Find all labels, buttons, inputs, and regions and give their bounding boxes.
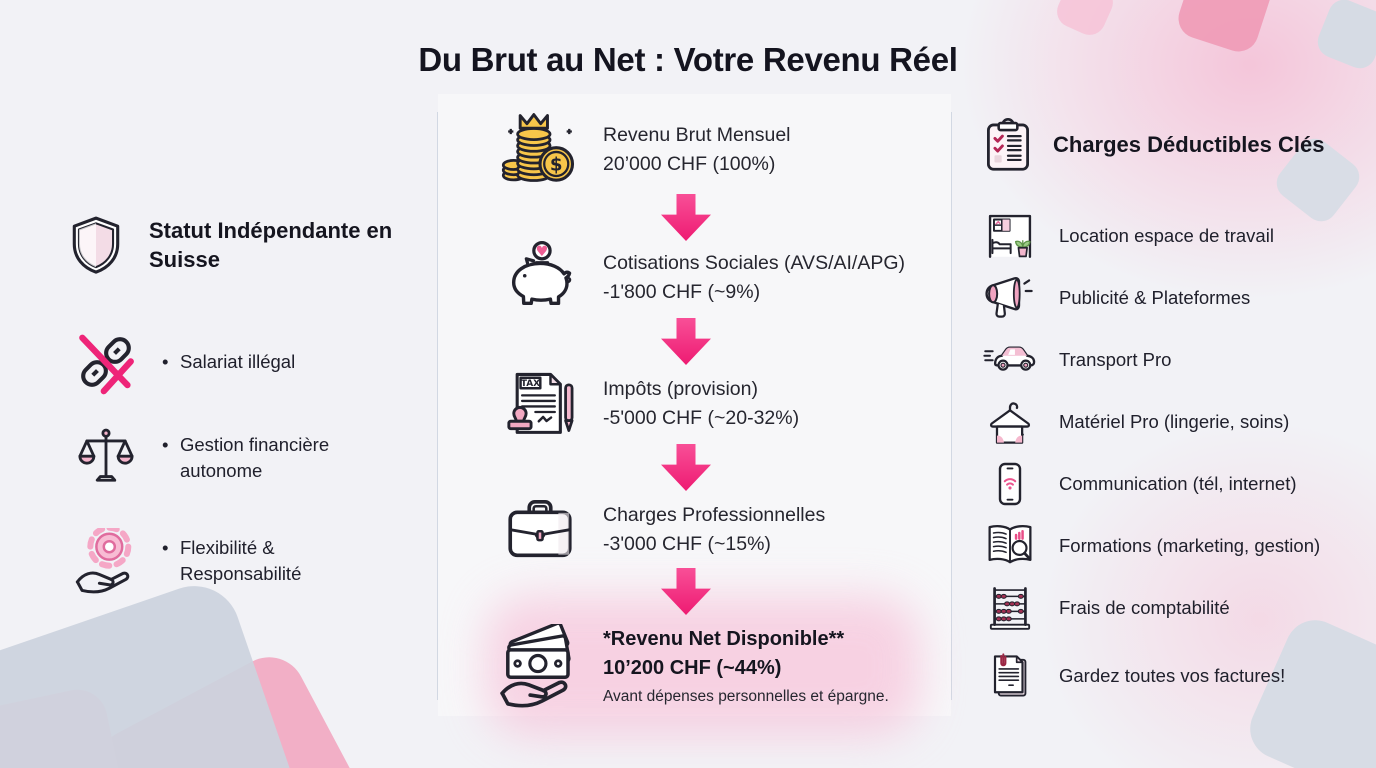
list-item-label: Publicité & Plateformes bbox=[1059, 287, 1251, 308]
flow-step-amount: -1'800 CHF (~9%) bbox=[603, 281, 761, 303]
flow-step-label: Revenu Brut Mensuel bbox=[603, 124, 791, 146]
flow-step-gross-income: $ Revenu Brut Mensuel 20’000 CHF (100%) bbox=[497, 106, 791, 194]
piggy-bank-icon: ♥ bbox=[497, 239, 583, 317]
left-panel-title: Statut Indépendante en Suisse bbox=[149, 217, 393, 272]
list-item: Transport Pro bbox=[982, 332, 1171, 388]
list-item: Frais de comptabilité bbox=[982, 580, 1230, 636]
list-item: Publicité & Plateformes bbox=[982, 270, 1250, 326]
flow-step-text: Impôts (provision) -5'000 CHF (~20-32%) bbox=[603, 375, 799, 433]
book-icon bbox=[982, 520, 1038, 572]
deco-shape bbox=[1051, 0, 1119, 41]
gear-hand-icon bbox=[70, 528, 142, 594]
left-panel-header: Statut Indépendante en Suisse bbox=[60, 214, 429, 276]
list-item-label: Frais de comptabilité bbox=[1059, 597, 1230, 618]
flow-step-label: Charges Professionnelles bbox=[603, 504, 826, 526]
hanger-icon bbox=[982, 396, 1038, 448]
flow-step-label: Cotisations Sociales (AVS/AI/APG) bbox=[603, 252, 906, 274]
svg-text:♥: ♥ bbox=[536, 244, 549, 260]
flow-step-taxes: TAX Impôts (provision) -5'000 CHF (~20-3… bbox=[497, 362, 799, 446]
page-title: Du Brut au Net : Votre Revenu Réel bbox=[418, 41, 958, 78]
list-item-label: Salariat illégal bbox=[160, 349, 295, 376]
megaphone-icon bbox=[982, 271, 1038, 325]
list-item: Salariat illégal bbox=[70, 326, 295, 398]
list-item-label: Matériel Pro (lingerie, soins) bbox=[1059, 411, 1290, 432]
flow-step-amount: -3'000 CHF (~15%) bbox=[603, 533, 771, 555]
net-income-note: Avant dépenses personnelles et épargne. bbox=[603, 687, 889, 705]
abacus-icon bbox=[982, 582, 1038, 634]
shield-icon bbox=[60, 214, 132, 276]
svg-text:$: $ bbox=[550, 154, 563, 175]
flow-step-text: *Revenu Net Disponible** 10’200 CHF (~44… bbox=[603, 625, 889, 708]
car-icon bbox=[982, 333, 1038, 387]
list-item-label: Gardez toutes vos factures! bbox=[1059, 665, 1286, 686]
flow-step-amount: -5'000 CHF (~20-32%) bbox=[603, 407, 800, 429]
list-item: Gestion financière autonome bbox=[70, 420, 395, 496]
tax-document-icon: TAX bbox=[497, 367, 583, 441]
clipboard-icon bbox=[980, 112, 1036, 178]
column-divider-right bbox=[951, 112, 952, 700]
list-item: Flexibilité & Responsabilité bbox=[70, 518, 395, 604]
list-item: Gardez toutes vos factures! bbox=[982, 648, 1285, 704]
coins-crown-icon: $ bbox=[497, 111, 583, 189]
flow-step-amount: 20’000 CHF (100%) bbox=[603, 153, 776, 175]
scales-icon bbox=[70, 427, 142, 489]
briefcase-icon bbox=[497, 492, 583, 568]
list-item-label: Transport Pro bbox=[1059, 349, 1172, 370]
list-item-label: Formations (marketing, gestion) bbox=[1059, 535, 1321, 556]
svg-text:TAX: TAX bbox=[521, 379, 540, 389]
list-item: Matériel Pro (lingerie, soins) bbox=[982, 394, 1289, 450]
flow-step-net-income: *Revenu Net Disponible** 10’200 CHF (~44… bbox=[497, 610, 889, 722]
list-item-label: Flexibilité & Responsabilité bbox=[160, 535, 395, 588]
net-income-label: *Revenu Net Disponible** bbox=[603, 627, 845, 650]
flow-step-text: Cotisations Sociales (AVS/AI/APG) -1'800… bbox=[603, 249, 905, 307]
list-item-label: Communication (tél, internet) bbox=[1059, 473, 1297, 494]
list-item: Communication (tél, internet) bbox=[982, 456, 1297, 512]
list-item: Formations (marketing, gestion) bbox=[982, 518, 1320, 574]
flow-step-label: Impôts (provision) bbox=[603, 378, 758, 400]
money-hand-icon bbox=[497, 624, 583, 708]
flow-step-social-contributions: ♥ Cotisations Sociales (AVS/AI/APG) -1'8… bbox=[497, 236, 905, 320]
invoice-icon bbox=[982, 649, 1038, 703]
flow-step-professional-expenses: Charges Professionnelles -3'000 CHF (~15… bbox=[497, 490, 825, 570]
flow-step-text: Charges Professionnelles -3'000 CHF (~15… bbox=[603, 501, 825, 559]
right-panel-title: Charges Déductibles Clés bbox=[1053, 132, 1325, 158]
right-panel-header: Charges Déductibles Clés bbox=[980, 112, 1324, 178]
list-item-label: Location espace de travail bbox=[1059, 225, 1274, 246]
list-item: Location espace de travail bbox=[982, 208, 1274, 264]
workspace-icon bbox=[982, 210, 1038, 262]
net-income-amount: 10’200 CHF (~44%) bbox=[603, 656, 782, 679]
column-divider-left bbox=[437, 112, 438, 700]
list-item-label: Gestion financière autonome bbox=[160, 432, 395, 485]
smartphone-icon bbox=[982, 458, 1038, 510]
broken-chain-icon bbox=[70, 329, 142, 395]
flow-step-text: Revenu Brut Mensuel 20’000 CHF (100%) bbox=[603, 121, 791, 179]
